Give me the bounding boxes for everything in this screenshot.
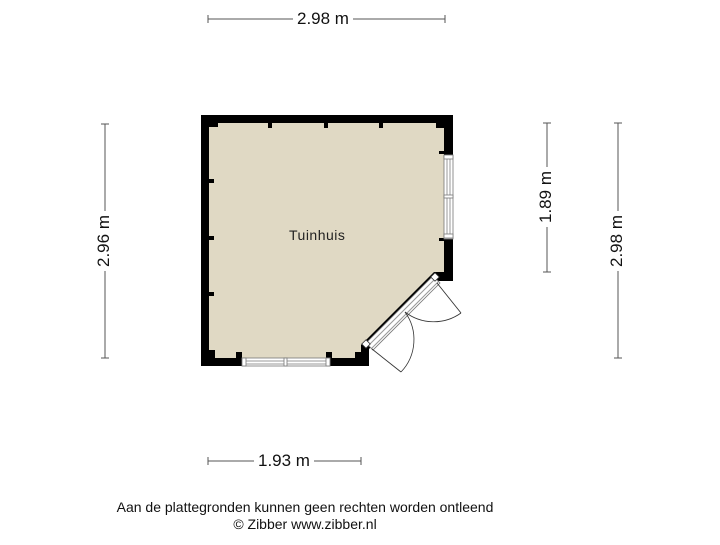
- dimension-right-outer-height: 2.98 m: [606, 211, 627, 271]
- copyright-text: © Zibber www.zibber.nl: [233, 516, 377, 532]
- wall-stubs: [209, 123, 444, 358]
- dimension-top-width: 2.98 m: [293, 9, 353, 29]
- window-right: [443, 154, 454, 240]
- double-door: [361, 272, 462, 373]
- dimension-bottom-width: 1.93 m: [254, 451, 314, 471]
- window-bottom: [241, 357, 331, 367]
- disclaimer-text: Aan de plattegronden kunnen geen rechten…: [116, 499, 494, 515]
- dimension-right-inner-height: 1.89 m: [535, 167, 556, 227]
- room-label: Tuinhuis: [289, 227, 346, 243]
- floor: [209, 123, 444, 358]
- dimension-left-height: 2.96 m: [93, 211, 114, 271]
